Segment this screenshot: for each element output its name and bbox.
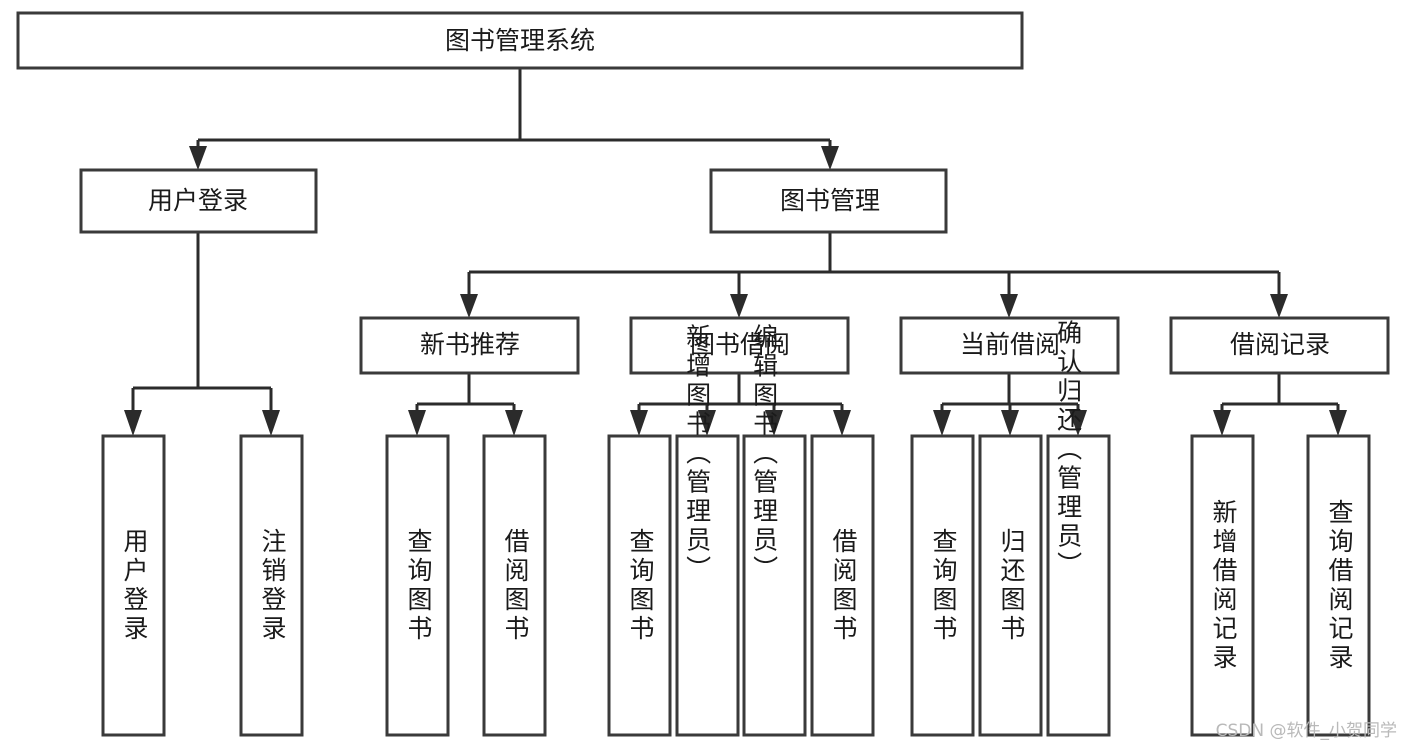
leaf-bookborrow-edit[interactable]: 编辑图书（管理员）	[742, 324, 807, 737]
leaf-currentborrow-confirm[interactable]: 确认归还（管理员）	[1046, 320, 1111, 737]
leaf-bookborrow-add[interactable]: 新增图书（管理员）	[675, 324, 740, 737]
leaf-bookborrow-add-label: 新增图书（管理员）	[683, 324, 712, 585]
arrowhead-current-borrow	[1000, 294, 1018, 318]
node-current-borrow-box[interactable]	[899, 316, 1120, 375]
node-book-management-label: 图书管理	[780, 186, 880, 215]
leaf-bookborrow-borrow-label: 借阅图书	[829, 528, 858, 644]
leaf-bookborrow-edit-box[interactable]	[742, 434, 807, 737]
arrowhead-leaf-bookborrow-4	[833, 410, 851, 436]
leaf-newbook-borrow[interactable]: 借阅图书	[482, 434, 547, 737]
arrowhead-new-book	[460, 294, 478, 318]
leaf-newbook-borrow-box[interactable]	[482, 434, 547, 737]
leaf-user-login-login-label: 用户登录	[120, 528, 149, 644]
node-borrow-record[interactable]: 借阅记录	[1169, 316, 1390, 375]
arrowhead-book-mgmt	[821, 146, 839, 170]
node-borrow-record-label: 借阅记录	[1230, 330, 1330, 359]
arrowhead-leaf-borrowrecord-2	[1329, 410, 1347, 436]
leaf-currentborrow-query-box[interactable]	[910, 434, 975, 737]
leaf-currentborrow-return-label: 归还图书	[997, 528, 1026, 644]
arrowhead-leaf-bookborrow-3	[765, 410, 783, 436]
node-new-book-recommend[interactable]: 新书推荐	[359, 316, 580, 375]
arrowhead-leaf-currentborrow-3	[1069, 410, 1087, 436]
leaf-bookborrow-query[interactable]: 查询图书	[607, 434, 672, 737]
leaf-newbook-borrow-label: 借阅图书	[501, 528, 530, 644]
arrowhead-leaf-currentborrow-2	[1001, 410, 1019, 436]
arrowhead-leaf-user-login-1	[124, 410, 142, 436]
arrowhead-leaf-newbook-2	[505, 410, 523, 436]
node-current-borrow[interactable]: 当前借阅	[899, 316, 1120, 375]
leaf-newbook-query[interactable]: 查询图书	[385, 434, 450, 737]
leaf-currentborrow-return-box[interactable]	[978, 434, 1043, 737]
node-new-book-recommend-box[interactable]	[359, 316, 580, 375]
connector-layer	[124, 68, 1347, 436]
node-root-box[interactable]	[16, 11, 1024, 70]
leaf-currentborrow-query-label: 查询图书	[929, 528, 958, 644]
leaf-bookborrow-query-label: 查询图书	[626, 528, 655, 644]
leaf-borrowrecord-query[interactable]: 查询借阅记录	[1306, 434, 1371, 737]
node-current-borrow-label: 当前借阅	[960, 330, 1060, 359]
leaf-bookborrow-borrow-box[interactable]	[810, 434, 875, 737]
arrowhead-leaf-currentborrow-1	[933, 410, 951, 436]
leaf-borrowrecord-query-box[interactable]	[1306, 434, 1371, 737]
leaf-currentborrow-confirm-box[interactable]	[1046, 434, 1111, 737]
arrowhead-borrow-record	[1270, 294, 1288, 318]
leaf-newbook-query-label: 查询图书	[404, 528, 433, 644]
arrowhead-user-login	[189, 146, 207, 170]
node-root-label: 图书管理系统	[445, 26, 595, 55]
leaf-user-login-logout-label: 注销登录	[258, 528, 287, 644]
leaf-borrowrecord-add-box[interactable]	[1190, 434, 1255, 737]
node-user-login-box[interactable]	[79, 168, 318, 234]
leaf-user-login-login[interactable]: 用户登录	[101, 434, 166, 737]
leaf-bookborrow-add-box[interactable]	[675, 434, 740, 737]
leaf-user-login-login-box[interactable]	[101, 434, 166, 737]
node-book-borrow-box[interactable]	[629, 316, 850, 375]
arrowhead-book-borrow	[730, 294, 748, 318]
leaf-user-login-logout[interactable]: 注销登录	[239, 434, 304, 737]
leaf-currentborrow-return[interactable]: 归还图书	[978, 434, 1043, 737]
arrowhead-leaf-user-login-2	[262, 410, 280, 436]
leaf-currentborrow-confirm-label: 确认归还（管理员）	[1054, 320, 1083, 581]
leaf-currentborrow-query[interactable]: 查询图书	[910, 434, 975, 737]
leaf-user-login-logout-box[interactable]	[239, 434, 304, 737]
leaf-newbook-query-box[interactable]	[385, 434, 450, 737]
leaf-borrowrecord-add-label: 新增借阅记录	[1209, 499, 1238, 673]
node-root[interactable]: 图书管理系统	[16, 11, 1024, 70]
node-book-borrow-label: 图书借阅	[690, 330, 790, 359]
node-user-login-label: 用户登录	[148, 186, 248, 215]
leaf-bookborrow-edit-label: 编辑图书（管理员）	[750, 324, 779, 585]
leaf-borrowrecord-query-label: 查询借阅记录	[1325, 499, 1354, 673]
arrowhead-leaf-bookborrow-2	[698, 410, 716, 436]
leaf-borrowrecord-add[interactable]: 新增借阅记录	[1190, 434, 1255, 737]
arrowhead-leaf-newbook-1	[408, 410, 426, 436]
node-new-book-recommend-label: 新书推荐	[420, 330, 520, 359]
node-user-login[interactable]: 用户登录	[79, 168, 318, 234]
node-book-management-box[interactable]	[709, 168, 948, 234]
node-book-borrow[interactable]: 图书借阅	[629, 316, 850, 375]
arrowhead-leaf-bookborrow-1	[630, 410, 648, 436]
node-borrow-record-box[interactable]	[1169, 316, 1390, 375]
node-book-management[interactable]: 图书管理	[709, 168, 948, 234]
leaf-bookborrow-borrow[interactable]: 借阅图书	[810, 434, 875, 737]
leaf-bookborrow-query-box[interactable]	[607, 434, 672, 737]
arrowhead-leaf-borrowrecord-1	[1213, 410, 1231, 436]
